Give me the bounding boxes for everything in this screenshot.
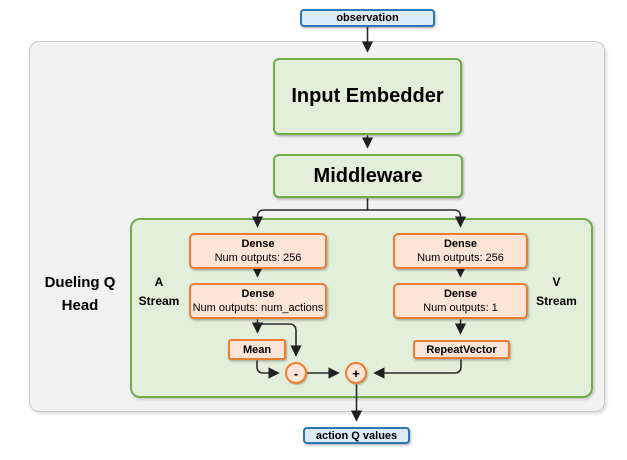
node-repeat-vector-label: RepeatVector bbox=[426, 343, 497, 356]
node-dense-a-256-title: Dense bbox=[241, 238, 275, 251]
node-input-embedder: Input Embedder bbox=[273, 58, 462, 135]
node-dense-a-num-actions-title: Dense bbox=[241, 288, 275, 301]
node-observation: observation bbox=[300, 9, 435, 27]
node-repeat-vector: RepeatVector bbox=[413, 340, 510, 359]
a-stream-label: A Stream bbox=[138, 275, 180, 309]
node-dense-v-1: Dense Num outputs: 1 bbox=[393, 283, 528, 319]
node-input-embedder-label: Input Embedder bbox=[291, 85, 444, 107]
node-action-q-values: action Q values bbox=[303, 427, 410, 444]
node-dense-a-num-actions-subtitle: Num outputs: num_actions bbox=[192, 301, 324, 314]
node-dense-a-256: Dense Num outputs: 256 bbox=[189, 233, 327, 269]
plus-op-label: + bbox=[352, 365, 360, 381]
node-middleware-label: Middleware bbox=[313, 164, 423, 187]
node-minus-op: - bbox=[285, 362, 307, 384]
v-stream-label: V Stream bbox=[536, 275, 577, 309]
node-dense-v-256: Dense Num outputs: 256 bbox=[393, 233, 528, 269]
minus-op-label: - bbox=[293, 365, 299, 381]
node-dense-a-256-subtitle: Num outputs: 256 bbox=[214, 251, 302, 264]
node-mean: Mean bbox=[228, 339, 286, 360]
node-observation-label: observation bbox=[336, 12, 399, 24]
node-dense-a-num-actions: Dense Num outputs: num_actions bbox=[189, 283, 327, 319]
node-plus-op: + bbox=[345, 362, 367, 384]
node-middleware: Middleware bbox=[273, 154, 463, 198]
node-action-q-values-label: action Q values bbox=[315, 429, 398, 442]
node-dense-v-1-subtitle: Num outputs: 1 bbox=[423, 301, 498, 314]
dueling-q-head-label: Dueling Q Head bbox=[44, 274, 116, 314]
node-mean-label: Mean bbox=[242, 343, 272, 356]
node-dense-v-256-subtitle: Num outputs: 256 bbox=[417, 251, 504, 264]
node-dense-v-1-title: Dense bbox=[443, 288, 478, 301]
node-dense-v-256-title: Dense bbox=[443, 238, 478, 251]
